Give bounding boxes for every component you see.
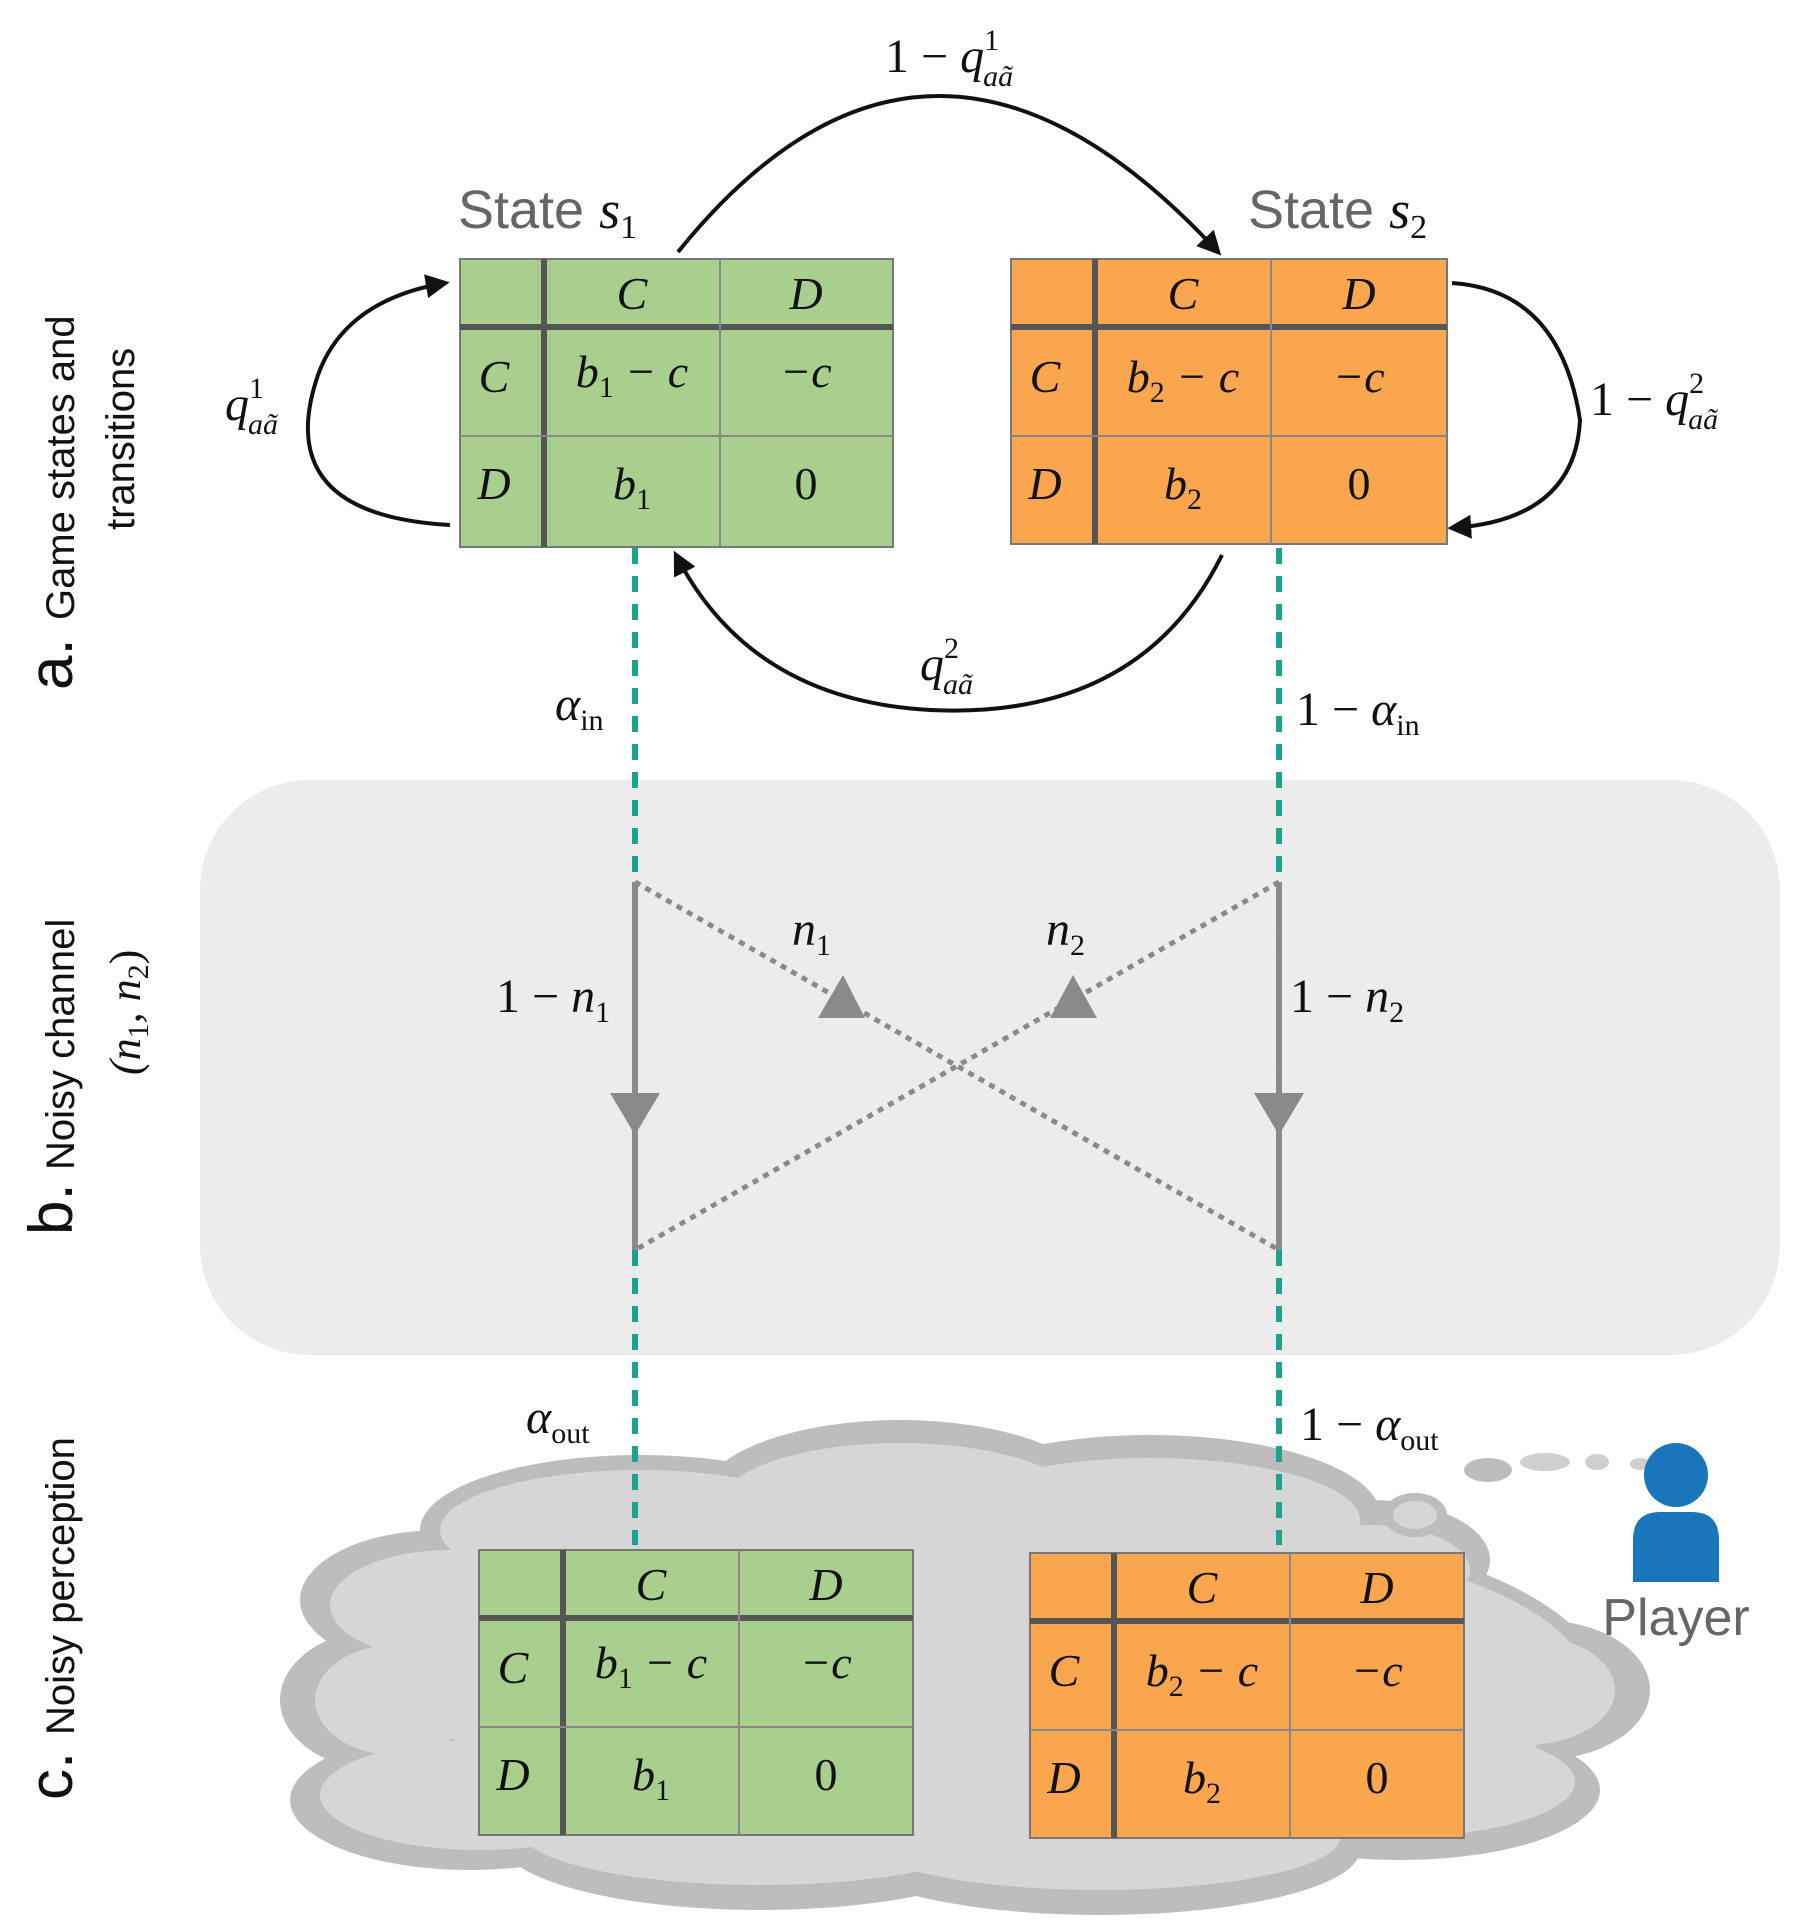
transition-arrow-top <box>676 94 1222 256</box>
payoff-dd: 0 <box>1366 1752 1389 1803</box>
section-a-letter: a. <box>17 638 86 690</box>
payoff-cd: −c <box>780 346 831 397</box>
alpha-in-right-label: 1 − αin <box>1296 683 1420 742</box>
noise-label-keep2: 1 − n2 <box>1290 970 1404 1029</box>
section-a-title-line2: transitions <box>99 348 143 530</box>
table-row-header-d: D <box>1046 1752 1080 1803</box>
player-icon <box>1633 1443 1719 1582</box>
payoff-dd: 0 <box>795 458 818 509</box>
noise-label-n1: n1 <box>792 903 831 962</box>
section-a-label: a. Game states and transitions <box>17 315 143 690</box>
table-row-header-d: D <box>476 458 510 509</box>
table-col-header-c: C <box>1187 1562 1219 1613</box>
transition-arrows <box>306 94 1583 713</box>
payoff-dd: 0 <box>815 1749 838 1800</box>
payoff-cc: b2 − c <box>1127 351 1239 409</box>
noise-label-n2: n2 <box>1046 903 1085 962</box>
payoff-dd: 0 <box>1348 458 1371 509</box>
thought-bubble-tiny <box>1585 1454 1609 1470</box>
transition-arrow-right-loop <box>1447 281 1583 539</box>
table-col-header-c: C <box>617 268 649 319</box>
flip-line-n2 <box>633 879 1281 1253</box>
section-b-letter: b. <box>17 1183 86 1235</box>
table-col-header-c: C <box>636 1559 668 1610</box>
keep-arrow-right <box>1254 1093 1304 1135</box>
section-b-title: Noisy channel <box>39 919 83 1170</box>
thought-bubble-small <box>1520 1453 1570 1471</box>
payoff-table-perceived-s2: C D C D b2 − c −c b2 0 <box>1029 1552 1465 1839</box>
table-row-header-d: D <box>495 1749 529 1800</box>
payoff-dc: b2 <box>1183 1752 1221 1810</box>
transition-arrow-bottom <box>673 550 1224 713</box>
section-a-title-line1: Game states and <box>39 315 83 620</box>
alpha-out-left-label: αout <box>526 1391 590 1450</box>
payoff-cc: b1 − c <box>576 346 688 404</box>
payoff-cc: b2 − c <box>1146 1645 1258 1703</box>
flip-arrow-n2 <box>1050 975 1097 1018</box>
payoff-cd: −c <box>1351 1645 1402 1696</box>
alpha-out-right-label: 1 − αout <box>1300 1398 1439 1457</box>
section-c-letter: c. <box>17 1752 86 1800</box>
noise-label-keep1: 1 − n1 <box>496 970 610 1029</box>
table-row-header-c: C <box>498 1642 530 1693</box>
payoff-cd: −c <box>800 1637 851 1688</box>
payoff-dc: b1 <box>632 1749 670 1807</box>
player-label: Player <box>1602 1589 1749 1647</box>
payoff-table-top-s1: C D C D b1 − c −c b1 0 <box>459 258 894 548</box>
table-row-header-c: C <box>1030 351 1062 402</box>
table-col-header-d: D <box>1341 268 1375 319</box>
state-s2-label: State s2 <box>1248 180 1427 246</box>
table-row-header-d: D <box>1027 458 1061 509</box>
payoff-dc: b2 <box>1164 458 1202 516</box>
keep-arrow-left <box>610 1093 660 1135</box>
thought-bubble-dot <box>1630 1458 1650 1470</box>
flip-arrow-n1 <box>818 975 865 1018</box>
state-s1-label: State s1 <box>458 180 637 246</box>
thought-bubble-medium <box>1464 1458 1512 1482</box>
table-row-header-c: C <box>1049 1645 1081 1696</box>
table-col-header-d: D <box>1359 1562 1393 1613</box>
payoff-cd: −c <box>1333 351 1384 402</box>
payoff-table-top-s2: C D C D b2 − c −c b2 0 <box>1010 258 1448 545</box>
payoff-dc: b1 <box>613 458 651 516</box>
section-c-title: Noisy perception <box>39 1437 83 1735</box>
alpha-in-left-label: αin <box>555 678 604 737</box>
teal-dashed-lines <box>632 548 1282 1545</box>
noisy-channel-texture <box>200 780 1780 1355</box>
table-col-header-d: D <box>808 1559 842 1610</box>
flip-line-n1 <box>633 879 1281 1253</box>
section-b-label: b. Noisy channel (n1, n2) <box>17 919 155 1235</box>
section-b-param: (n1, n2) <box>101 950 155 1075</box>
transition-arrow-left-loop <box>306 274 451 527</box>
noise-channel-arrows <box>610 879 1304 1253</box>
table-col-header-d: D <box>788 268 822 319</box>
section-c-label: c. Noisy perception <box>17 1437 86 1800</box>
payoff-table-perceived-s1: C D C D b1 − c −c b1 0 <box>478 1549 914 1836</box>
payoff-cc: b1 − c <box>595 1637 707 1695</box>
table-col-header-c: C <box>1168 268 1200 319</box>
table-row-header-c: C <box>479 351 511 402</box>
